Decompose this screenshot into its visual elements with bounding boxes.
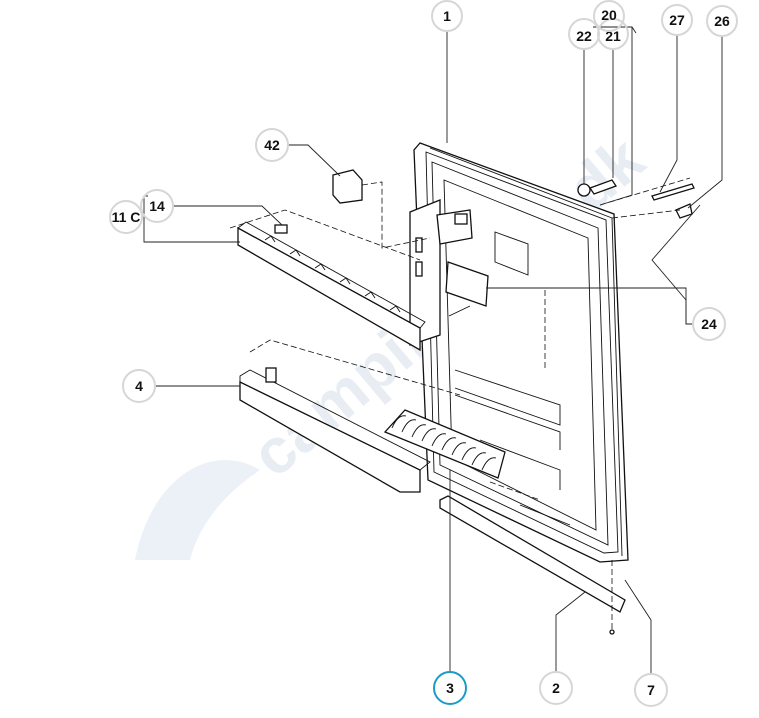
assembly-lines: [229, 177, 691, 630]
svg-text:22: 22: [576, 28, 592, 44]
callout-1[interactable]: 1: [431, 0, 463, 32]
part-42-cap: [332, 169, 363, 204]
svg-text:2: 2: [552, 680, 560, 696]
hinge-hardware: [577, 179, 695, 635]
callout-21[interactable]: 21: [597, 18, 629, 50]
callout-14[interactable]: 14: [140, 189, 174, 223]
leader-lines: [143, 26, 723, 674]
callout-27[interactable]: 27: [661, 4, 693, 36]
svg-text:11 C: 11 C: [112, 209, 141, 225]
svg-text:27: 27: [669, 12, 685, 28]
callout-2[interactable]: 2: [539, 671, 573, 705]
svg-text:26: 26: [714, 13, 730, 29]
bottle-shelf-part-4: [239, 367, 431, 493]
callout-22[interactable]: 22: [568, 18, 600, 50]
svg-text:1: 1: [443, 8, 451, 24]
svg-text:20: 20: [601, 7, 617, 23]
callout-4[interactable]: 4: [122, 369, 156, 403]
svg-text:24: 24: [701, 316, 717, 332]
rail-part-2: [439, 495, 626, 613]
egg-rack-part-3: [383, 409, 506, 479]
callout-24[interactable]: 24: [692, 307, 726, 341]
callout-26[interactable]: 26: [706, 5, 738, 37]
callout-7[interactable]: 7: [634, 673, 668, 707]
svg-text:14: 14: [149, 198, 165, 214]
svg-text:4: 4: [135, 378, 143, 394]
callout-20[interactable]: 20: [593, 0, 625, 32]
svg-text:3: 3: [446, 680, 454, 696]
shelf-part-11c: [237, 221, 426, 352]
callout-11c[interactable]: 11 C: [109, 200, 143, 234]
callout-3-selected[interactable]: 3: [433, 671, 467, 705]
callout-42[interactable]: 42: [255, 128, 289, 162]
switch-assembly: [436, 209, 529, 317]
svg-text:7: 7: [647, 682, 655, 698]
svg-text:21: 21: [605, 28, 621, 44]
svg-text:42: 42: [264, 137, 280, 153]
